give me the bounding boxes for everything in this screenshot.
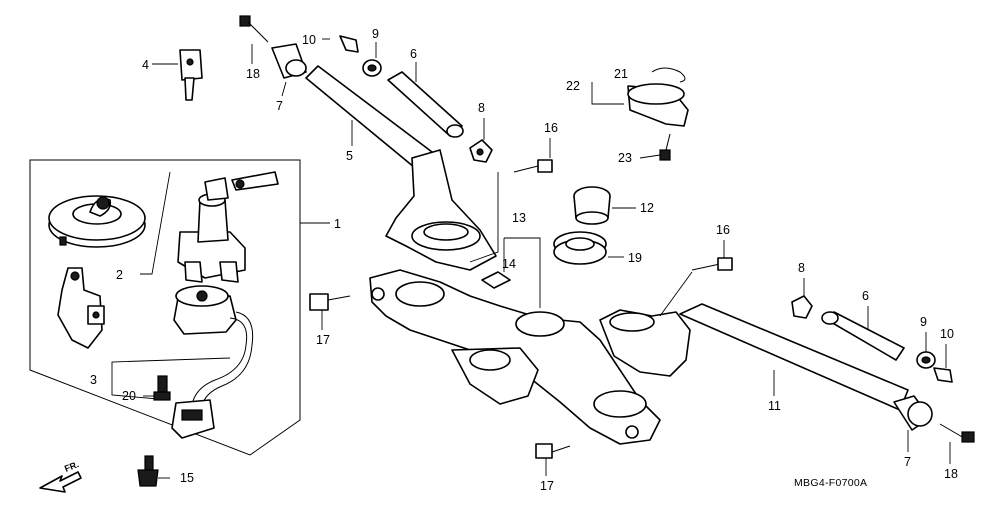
bar-end-weight-left[interactable] <box>271 43 307 79</box>
callout-6-right: 6 <box>862 289 869 303</box>
bar-end-screw-right[interactable] <box>939 423 975 443</box>
callout-2: 2 <box>116 268 123 282</box>
callout-10-left: 10 <box>302 33 316 47</box>
callout-17-left: 17 <box>316 333 330 347</box>
lock-cylinder[interactable] <box>173 285 254 407</box>
callout-7-left: 7 <box>276 99 283 113</box>
washer-right[interactable] <box>916 351 936 369</box>
callout-18-right: 18 <box>944 467 958 481</box>
diagram-code: MBG4-F0700A <box>794 477 867 489</box>
callout-14: 14 <box>502 257 516 271</box>
nut-left[interactable] <box>469 139 493 163</box>
callout-17-bottom: 17 <box>540 479 554 493</box>
callout-15: 15 <box>180 471 194 485</box>
bolt-17-left[interactable] <box>309 293 351 311</box>
callout-9-right: 9 <box>920 315 927 329</box>
callout-21: 21 <box>614 67 628 81</box>
callout-22: 22 <box>566 79 580 93</box>
ignition-kit-outline <box>29 159 330 456</box>
bolt-15[interactable] <box>137 455 159 487</box>
callout-labels: 1 2 3 4 5 6 6 7 7 8 8 9 9 10 10 11 12 13… <box>90 27 958 493</box>
left-handlebar[interactable] <box>305 65 497 271</box>
callout-10-right: 10 <box>940 327 954 341</box>
bar-end-screw-left[interactable] <box>239 15 269 43</box>
switch-connector[interactable] <box>171 399 215 439</box>
spare-key[interactable] <box>152 49 203 101</box>
bolt-16-left[interactable] <box>513 159 553 173</box>
ignition-switch[interactable] <box>177 171 279 283</box>
clip-right[interactable] <box>933 367 953 383</box>
callout-16-left: 16 <box>544 121 558 135</box>
callout-12: 12 <box>640 201 654 215</box>
throttle-housing[interactable] <box>627 67 689 127</box>
seat-lock[interactable] <box>57 267 105 349</box>
callout-9-left: 9 <box>372 27 379 41</box>
callout-23: 23 <box>618 151 632 165</box>
callout-8-left: 8 <box>478 101 485 115</box>
callout-3: 3 <box>90 373 97 387</box>
callout-20: 20 <box>122 389 136 403</box>
callout-8-right: 8 <box>798 261 805 275</box>
callout-leaders <box>158 38 951 479</box>
fuel-cap[interactable] <box>48 195 146 248</box>
stem-cap-12[interactable] <box>573 186 611 225</box>
callout-18-left: 18 <box>246 67 260 81</box>
callout-11: 11 <box>768 399 781 413</box>
collar-right[interactable] <box>821 311 905 361</box>
callout-13: 13 <box>512 211 526 225</box>
callout-7-right: 7 <box>904 455 911 469</box>
bar-end-weight-right[interactable] <box>893 395 933 431</box>
screw-23[interactable] <box>659 133 671 161</box>
callout-16-right: 16 <box>716 223 730 237</box>
clip-left[interactable] <box>339 35 359 53</box>
collar-left[interactable] <box>387 71 464 138</box>
screw-20[interactable] <box>143 375 171 401</box>
front-direction-arrow <box>39 471 82 493</box>
right-handlebar[interactable] <box>599 303 909 411</box>
callout-19: 19 <box>628 251 642 265</box>
stem-nut-19[interactable] <box>553 231 607 265</box>
bolt-17-bottom[interactable] <box>535 443 571 459</box>
bolt-16-right[interactable] <box>691 257 733 271</box>
callout-6-left: 6 <box>410 47 417 61</box>
washer-left[interactable] <box>362 59 382 77</box>
nut-right[interactable] <box>791 295 813 319</box>
callout-4: 4 <box>142 58 149 72</box>
callout-5: 5 <box>346 149 353 163</box>
top-bridge[interactable] <box>369 269 661 445</box>
callout-1: 1 <box>334 217 341 231</box>
label-plate-14 <box>481 271 511 289</box>
